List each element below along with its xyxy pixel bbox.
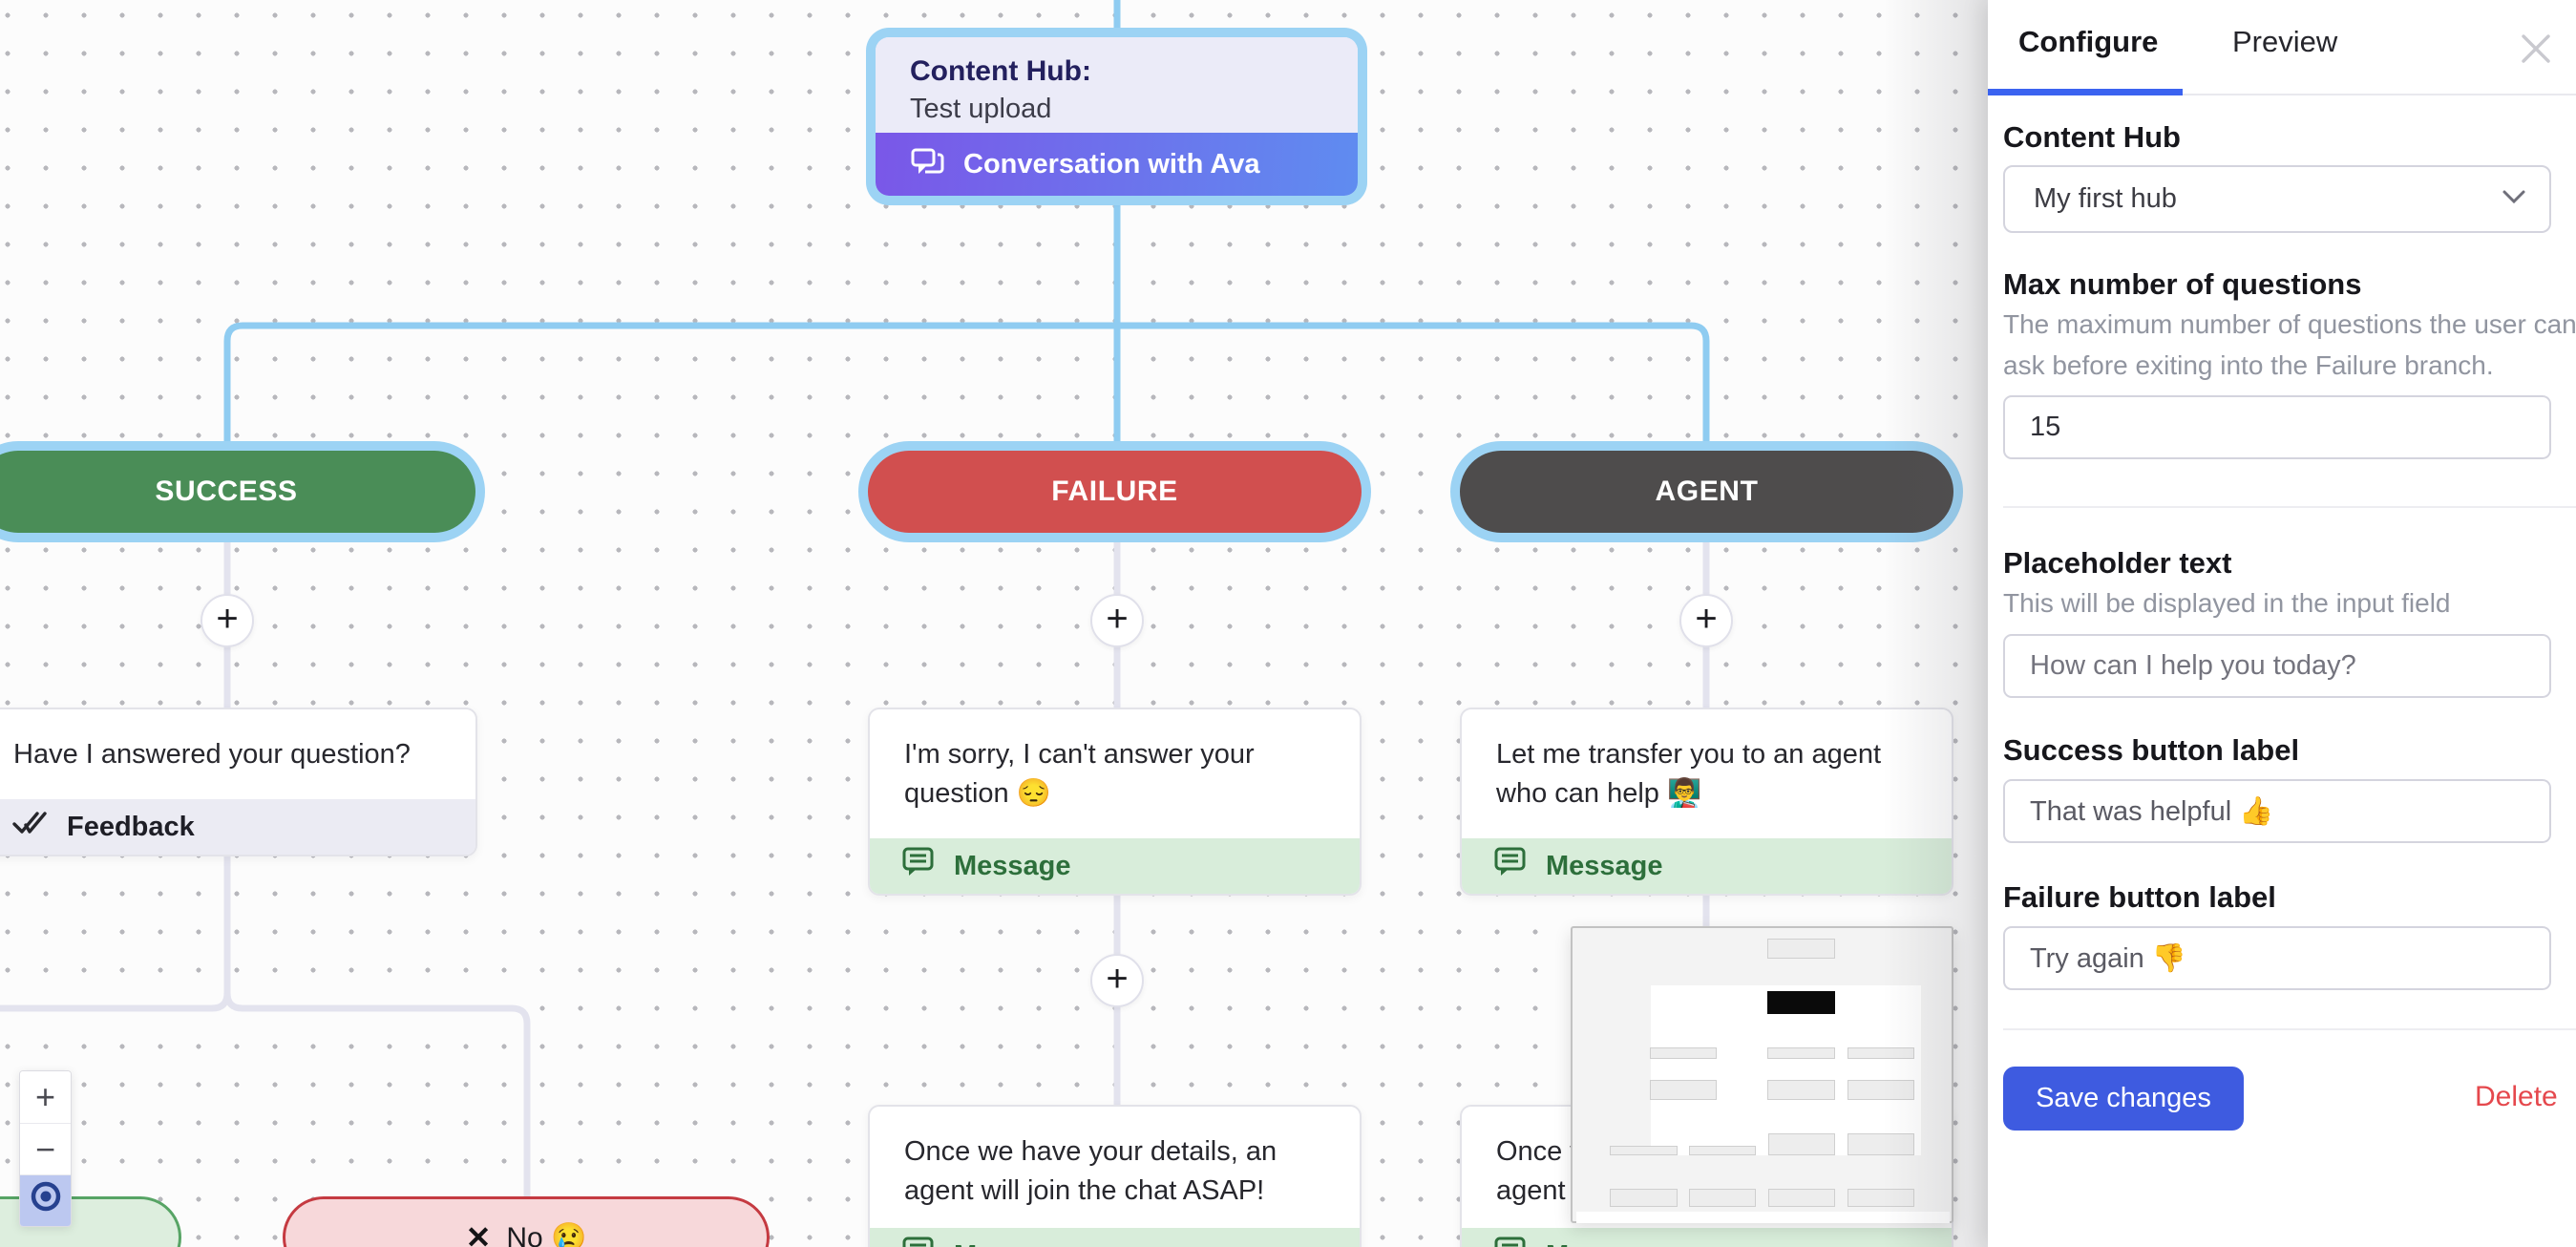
branch-pill-agent[interactable]: AGENT — [1460, 451, 1953, 533]
step-card-agent-message[interactable]: Let me transfer you to an agent who can … — [1460, 708, 1953, 896]
add-step-button-failure[interactable]: + — [1090, 594, 1144, 647]
zoom-out-button[interactable]: − — [20, 1123, 71, 1174]
message-icon — [902, 847, 935, 885]
active-tab-indicator — [1988, 89, 2183, 95]
save-changes-button[interactable]: Save changes — [2003, 1067, 2244, 1131]
content-hub-node-header: Content Hub: Test upload — [876, 37, 1358, 133]
delete-button[interactable]: Delete — [2475, 1081, 2558, 1112]
content-hub-select-value: My first hub — [2034, 183, 2177, 214]
drag-preview-thumbnail — [1571, 926, 1953, 1223]
double-check-icon — [11, 810, 48, 844]
flow-canvas[interactable]: Content Hub: Test upload Conversation wi… — [0, 0, 1988, 1247]
message-icon — [1494, 1236, 1527, 1247]
zoom-in-button[interactable]: + — [20, 1071, 71, 1123]
step-card-footer-label: Message — [1546, 1240, 1663, 1247]
node-hub-name: Test upload — [910, 94, 1052, 124]
max-questions-description: The maximum number of questions the user… — [2003, 309, 2576, 380]
add-step-button-failure-2[interactable]: + — [1090, 954, 1144, 1007]
step-card-footer-feedback[interactable]: Feedback — [0, 799, 475, 855]
step-card-footer-message[interactable]: Message — [1462, 1228, 1952, 1247]
configure-panel: Configure Preview Content Hub My first h… — [1988, 0, 2576, 1247]
placeholder-text-description: This will be displayed in the input fiel… — [2003, 588, 2451, 618]
branch-pill-success[interactable]: SUCCESS — [0, 451, 475, 533]
step-card-footer-label: Message — [1546, 850, 1663, 881]
conversation-label: Conversation with Ava — [963, 148, 1260, 180]
step-card-footer-label: Message — [954, 1240, 1071, 1247]
failure-button-input[interactable] — [2003, 926, 2551, 990]
tab-preview[interactable]: Preview — [2232, 25, 2338, 58]
sidebar-shadow — [1883, 0, 1988, 1247]
step-card-footer-message[interactable]: Message — [870, 1228, 1360, 1247]
step-card-failure-details[interactable]: Once we have your details, an agent will… — [868, 1105, 1362, 1247]
conversation-row[interactable]: Conversation with Ava — [876, 133, 1358, 196]
success-button-input[interactable] — [2003, 779, 2551, 843]
message-icon — [1494, 847, 1527, 885]
step-card-text: I'm sorry, I can't answer your question … — [904, 739, 1255, 809]
max-questions-label: Max number of questions — [2003, 267, 2362, 301]
section-divider — [2003, 506, 2576, 508]
step-card-feedback[interactable]: Have I answered your question? Feedback — [0, 708, 477, 856]
fit-view-button[interactable] — [20, 1174, 71, 1226]
step-card-footer-label: Feedback — [67, 811, 195, 842]
choice-pill-label: No 😢 — [506, 1221, 587, 1247]
step-card-footer-message[interactable]: Message — [870, 838, 1360, 894]
message-icon — [902, 1236, 935, 1247]
placeholder-text-input[interactable] — [2003, 634, 2551, 698]
content-hub-select[interactable]: My first hub — [2003, 165, 2551, 233]
close-panel-button[interactable] — [2515, 29, 2557, 71]
close-icon — [2519, 32, 2553, 69]
panel-tabs: Configure Preview — [1988, 0, 2576, 95]
add-step-button-success[interactable]: + — [201, 594, 254, 647]
node-type-label: Content Hub: — [910, 55, 1091, 87]
placeholder-text-label: Placeholder text — [2003, 546, 2232, 580]
add-step-button-agent[interactable]: + — [1679, 594, 1733, 647]
content-hub-label: Content Hub — [2003, 120, 2181, 154]
content-hub-node[interactable]: Content Hub: Test upload Conversation wi… — [876, 37, 1358, 196]
tab-configure[interactable]: Configure — [2018, 25, 2159, 58]
footer-divider — [2003, 1028, 2576, 1030]
x-icon: ✕ — [465, 1220, 492, 1247]
chat-bubbles-icon — [910, 146, 944, 183]
step-card-text: Have I answered your question? — [13, 739, 411, 770]
canvas-zoom-controls: + − — [19, 1070, 72, 1227]
step-card-text: Once we have your details, an agent will… — [904, 1136, 1277, 1206]
choice-pill-no[interactable]: ✕ No 😢 — [283, 1196, 770, 1247]
failure-button-label: Failure button label — [2003, 880, 2276, 914]
chevron-down-icon — [2502, 189, 2526, 209]
success-button-label: Success button label — [2003, 733, 2300, 767]
step-card-footer-message[interactable]: Message — [1462, 838, 1952, 894]
max-questions-input[interactable] — [2003, 395, 2551, 459]
step-card-text: Let me transfer you to an agent who can … — [1496, 739, 1882, 809]
step-card-footer-label: Message — [954, 850, 1071, 881]
step-card-failure-message[interactable]: I'm sorry, I can't answer your question … — [868, 708, 1362, 896]
branch-pill-failure[interactable]: FAILURE — [868, 451, 1362, 533]
fit-view-icon — [28, 1178, 64, 1223]
